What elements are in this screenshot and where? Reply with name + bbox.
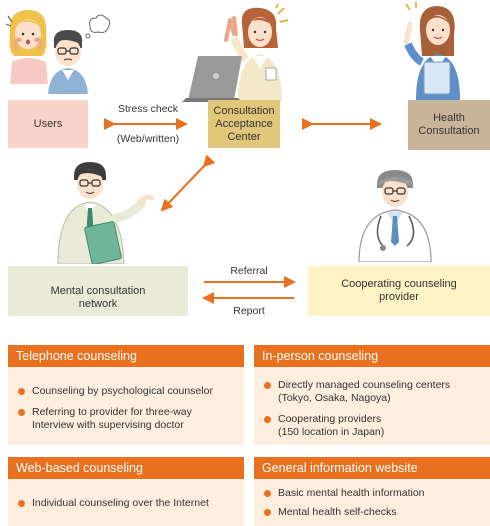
in-person-item-1: Directly managed counseling centers (Tok… [264,379,482,405]
info-item-1: Basic mental health information [264,487,482,500]
network-staff-illustration [57,162,155,264]
telephone-item-1-text: Counseling by psychological counselor [32,385,213,397]
web-item-1: Individual counseling over the Internet [18,497,236,510]
cooperating-counseling-provider-node: Cooperating counseling provider [308,266,490,316]
in-person-item-2-line2: (150 location in Japan) [278,426,385,438]
web-item-1-text: Individual counseling over the Internet [32,497,209,509]
stress-check-label: Stress check [117,103,179,115]
doctor-illustration [358,170,432,262]
info-item-2: Mental health self-checks [264,506,482,519]
telephone-item-2-line2: Interview with supervising doctor [32,419,184,431]
provider-label-line2: provider [379,291,419,303]
telephone-item-2-line1: Referring to provider for three-way [32,406,192,418]
consultation-acceptance-center-node: Consultation Acceptance Center [208,100,280,148]
web-written-label: (Web/written) [116,133,180,145]
telephone-counseling-panel: Counseling by psychological counselor Re… [8,367,244,445]
users-node: Users [8,100,88,148]
health-label-line1: Health [433,112,465,124]
health-consultation-node: Health Consultation [408,100,490,150]
telephone-item-1: Counseling by psychological counselor [18,385,236,398]
referral-label: Referral [230,265,268,277]
in-person-counseling-title: In-person counseling [254,345,490,367]
info-item-1-text: Basic mental health information [278,487,425,499]
bullet-icon [18,388,25,395]
bullet-icon [264,490,271,497]
mental-consultation-network-node: Mental consultation network [8,266,188,316]
worried-users-illustration [5,10,111,94]
bullet-icon [18,500,25,507]
general-information-website-panel: Basic mental health information Mental h… [254,479,490,526]
telephone-item-2: Referring to provider for three-way Inte… [18,406,236,432]
info-item-2-text: Mental health self-checks [278,506,397,518]
users-label: Users [33,117,63,130]
operator-with-laptop-illustration [182,4,289,102]
network-label-line1: Mental consultation [50,285,146,297]
report-label: Report [233,305,265,317]
in-person-item-1-line2: (Tokyo, Osaka, Nagoya) [278,392,391,404]
bullet-icon [264,509,271,516]
center-label-line1: Consultation [213,104,275,117]
health-staff-illustration [403,2,460,100]
in-person-item-2: Cooperating providers (150 location in J… [264,413,482,439]
web-based-counseling-title: Web-based counseling [8,457,244,479]
bullet-icon [18,409,25,416]
center-label-line3: Center [227,130,261,143]
telephone-counseling-title: Telephone counseling [8,345,244,367]
network-label-line2: network [78,298,118,310]
bullet-icon [264,382,271,389]
in-person-item-1-line1: Directly managed counseling centers [278,379,451,391]
in-person-counseling-panel: Directly managed counseling centers (Tok… [254,367,490,445]
bullet-icon [264,416,271,423]
web-based-counseling-panel: Individual counseling over the Internet [8,479,244,526]
general-information-website-title: General information website [254,457,490,479]
in-person-item-2-line1: Cooperating providers [278,413,382,425]
center-network-arrow [160,154,216,212]
center-label-line2: Acceptance [215,117,273,130]
health-label-line2: Consultation [418,125,480,137]
provider-label-line1: Cooperating counseling [341,278,457,290]
